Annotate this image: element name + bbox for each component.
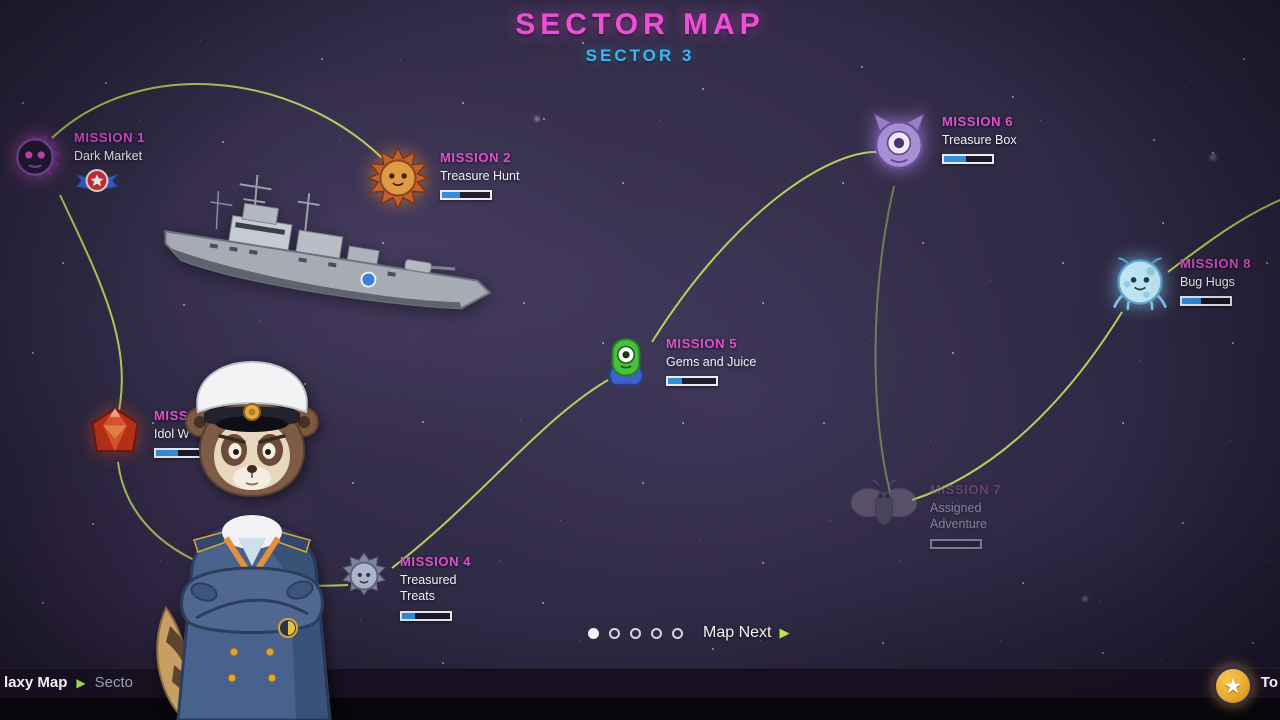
mission-progress-bar [666,376,718,387]
star-icon: ★ [1223,674,1243,698]
mission-progress-bar [942,154,994,165]
page-dot-2[interactable] [609,627,620,639]
page-title: SECTOR MAP [515,8,765,41]
mission-progress-bar [400,610,452,621]
purple-cyclops-cat-icon[interactable] [866,110,932,176]
mission-label: MISSION 5 [666,336,738,351]
galaxy-map-link[interactable]: laxy Map [4,674,68,691]
map-next-label: Map Next [703,624,772,641]
mission-name: Gems and Juice [666,355,757,369]
page-dot-5[interactable] [672,627,683,639]
breadcrumb-arrow-icon: ▶ [76,675,86,690]
breadcrumb: laxy Map ▶ Secto [4,674,133,691]
mission-label: MISSION 6 [942,114,1014,129]
mission-node-5[interactable]: MISSION 5 Gems and Juice [596,332,756,392]
mission-progress-bar [440,190,492,201]
star-button[interactable]: ★ [1213,666,1253,706]
sector-subtitle: SECTOR 3 [585,46,695,65]
mission-name: Treasure Box [942,133,1017,147]
mission-label: MISSION 1 [74,130,146,145]
sector-crumb-link[interactable]: Secto [94,674,133,691]
red-gem-icon[interactable] [86,404,144,462]
map-pagination: Map Next ▶ [588,624,789,642]
mission-label: MISSION 8 [1180,256,1252,271]
mission-name: Treasured Treats [400,573,457,604]
mission-node-4[interactable]: MISSION 4 Treasured Treats [338,550,478,621]
page-dot-1[interactable] [588,627,599,639]
sun-lion-creature-icon[interactable] [366,146,430,210]
mission-name: Bug Hugs [1180,275,1235,289]
mission-name: Assigned Adventure [930,501,987,532]
mission-node-2[interactable]: MISSION 2 Treasure Hunt [366,146,519,210]
blue-bug-creature-icon[interactable] [1110,252,1170,312]
mission-label: MISSION 7 [930,482,1002,497]
mission-progress-bar [1180,296,1232,307]
moth-creature-icon[interactable] [848,478,920,534]
page-dot-4[interactable] [651,627,662,639]
mission-node-8[interactable]: MISSION 8 Bug Hugs [1110,252,1251,312]
green-cyclops-creature-icon[interactable] [596,332,656,392]
page-dot-3[interactable] [630,627,641,639]
mission-name: Dark Market [74,149,143,163]
mission-name: Treasure Hunt [440,169,520,183]
dark-market-creature-icon[interactable] [6,126,64,184]
map-next-button[interactable]: Map Next ▶ [703,624,789,642]
mission-node-7[interactable]: MISSION 7 Assigned Adventure [848,478,1010,549]
captain-otter-character [156,360,332,720]
next-arrow-icon: ▶ [779,625,790,640]
mission-node-6[interactable]: MISSION 6 Treasure Box [866,110,1017,176]
mission-label: MISSION 2 [440,150,512,165]
mission-progress-bar [930,538,982,549]
mission-label: MISSION 4 [400,554,472,569]
completed-ribbon-badge-icon [74,169,120,193]
bottom-right-link[interactable]: To [1260,674,1278,691]
mission-node-1[interactable]: MISSION 1 Dark Market [6,126,145,200]
